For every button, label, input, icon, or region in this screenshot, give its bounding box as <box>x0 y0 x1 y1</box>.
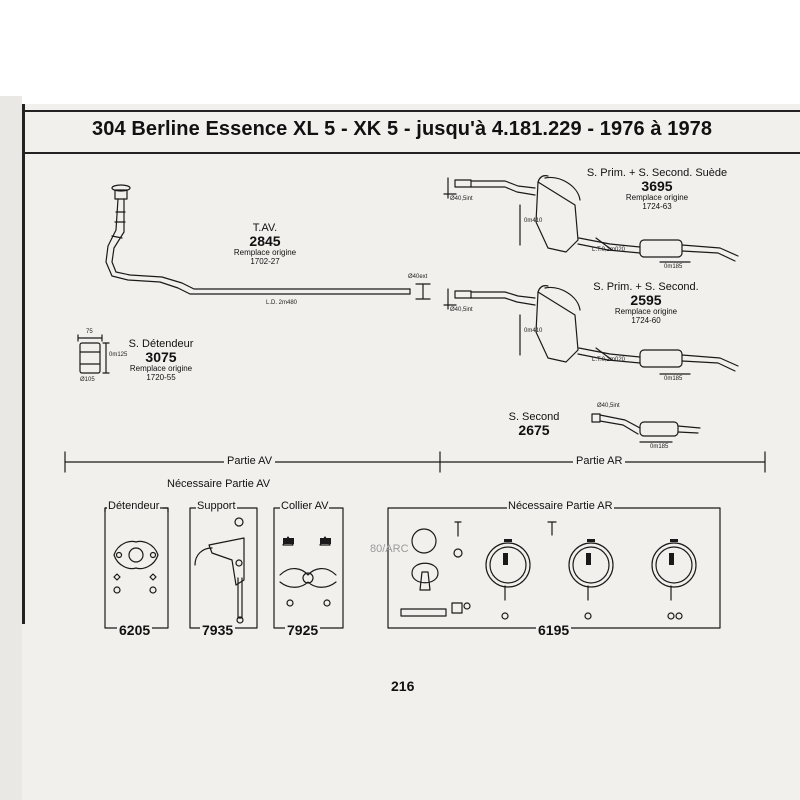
section-necessaire-av: Nécessaire Partie AV <box>167 478 271 490</box>
part-tav-code: 2845 <box>249 233 281 250</box>
part-prim-suede-label: S. Prim. + S. Second. Suède 3695 Remplac… <box>568 167 746 212</box>
part-detendeur-code: 3075 <box>145 349 177 366</box>
muffler-suede-drawing <box>443 175 739 263</box>
dim-d40-ext: Ø40ext <box>408 274 428 280</box>
kit-support-title: Support <box>196 500 237 512</box>
dim-det-height: 0m125 <box>109 352 128 358</box>
part-prim-suede-sub: Remplace origine <box>625 193 689 203</box>
dim-det-width: 75 <box>86 329 93 335</box>
dim-0m410-a: 0m410 <box>524 218 543 224</box>
kit-necessaire-ar-box <box>387 507 721 629</box>
sheet-left-border <box>22 104 25 624</box>
part-prim-suede-ref: 1724-63 <box>642 202 672 212</box>
sheet-top-rule <box>22 110 800 112</box>
kit-detendeur-box <box>104 507 169 629</box>
catalog-stamp: 80/ARC <box>370 543 409 555</box>
part-tav-ref: 1702-27 <box>250 257 280 267</box>
front-pipe-drawing <box>105 184 431 300</box>
kit-support-code: 7935 <box>200 622 236 638</box>
kit-detendeur-title: Détendeur <box>107 500 161 512</box>
part-detendeur-label: S. Détendeur 3075 Remplace origine 1720-… <box>118 338 204 383</box>
detendeur-part-drawing <box>77 334 110 374</box>
section-partie-av: Partie AV <box>224 455 276 467</box>
part-prim-second-ref: 1724-60 <box>631 316 661 326</box>
second-silencer-drawing <box>591 413 701 443</box>
kit-necessaire-ar-title: Nécessaire Partie AR <box>507 500 614 512</box>
part-detendeur-ref: 1720-55 <box>146 373 176 383</box>
kit-collier-title: Collier AV <box>280 500 330 512</box>
dim-d40-5-int-b: Ø40,5int <box>450 307 473 313</box>
section-partie-ar: Partie AR <box>573 455 626 467</box>
part-tav-sub: Remplace origine <box>233 248 297 258</box>
part-prim-second-code: 2595 <box>630 292 662 309</box>
section-divider <box>64 451 766 473</box>
dim-d40-5-int-c: Ø40,5int <box>597 403 620 409</box>
dim-0m185-b: 0m185 <box>664 376 683 382</box>
kit-collier-code: 7925 <box>285 622 321 638</box>
dim-det-diameter: Ø105 <box>80 377 95 383</box>
kit-detendeur-code: 6205 <box>117 622 153 638</box>
dim-0m185-a: 0m185 <box>664 264 683 270</box>
dim-d40-5-int-a: Ø40,5int <box>450 196 473 202</box>
dim-0m185-c: 0m185 <box>650 444 669 450</box>
dim-0m410-b: 0m410 <box>524 328 543 334</box>
part-tav-label: T.AV. 2845 Remplace origine 1702-27 <box>230 222 300 267</box>
part-detendeur-sub: Remplace origine <box>129 364 193 374</box>
part-prim-second-name: S. Prim. + S. Second. <box>593 281 699 293</box>
sheet-left-edge <box>0 96 22 800</box>
kit-support-box <box>189 507 258 629</box>
part-prim-suede-name: S. Prim. + S. Second. Suède <box>586 167 728 179</box>
part-second-label: S. Second 2675 <box>498 411 570 438</box>
part-prim-suede-code: 3695 <box>641 178 673 195</box>
page-title: 304 Berline Essence XL 5 - XK 5 - jusqu'… <box>92 118 713 140</box>
kit-necessaire-ar-code: 6195 <box>536 622 572 638</box>
part-tav-name: T.AV. <box>252 222 278 234</box>
dim-ld-0m020-b: L.T.0,2m020 <box>592 357 626 363</box>
kit-collier-box <box>273 507 344 629</box>
part-prim-second-sub: Remplace origine <box>614 307 678 317</box>
muffler-second-drawing <box>443 285 739 375</box>
part-detendeur-name: S. Détendeur <box>128 338 194 350</box>
title-rule <box>22 152 800 154</box>
dim-ld-2m480: L.D. 2m480 <box>266 300 298 306</box>
page-number: 216 <box>391 678 415 694</box>
part-prim-second-label: S. Prim. + S. Second. 2595 Remplace orig… <box>578 281 714 326</box>
part-second-name: S. Second <box>508 411 560 423</box>
dim-ld-0m020-a: L.T.0,2m020 <box>592 247 626 253</box>
part-second-code: 2675 <box>518 422 550 439</box>
